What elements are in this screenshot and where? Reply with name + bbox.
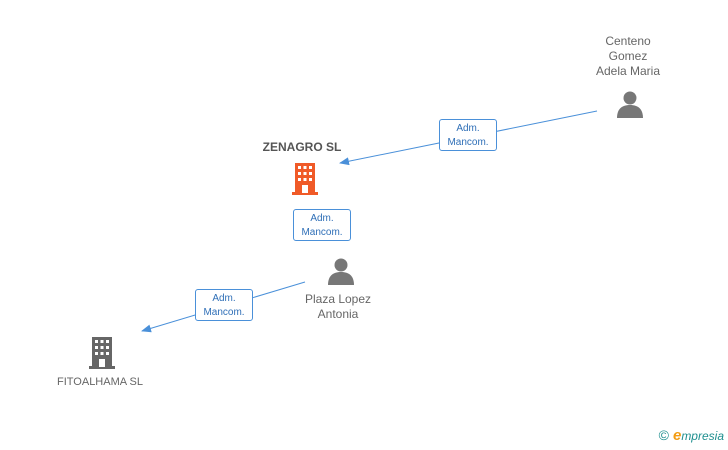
edge-label-centeno-zenagro[interactable]: Adm. Mancom. bbox=[439, 119, 497, 151]
person-icon[interactable] bbox=[326, 256, 356, 286]
brand-initial: e bbox=[672, 427, 682, 444]
copyright-symbol: © bbox=[658, 427, 669, 443]
building-icon[interactable] bbox=[290, 161, 320, 195]
edge-label-plaza-fitoalhama[interactable]: Adm. Mancom. bbox=[195, 289, 253, 321]
node-label-zenagro[interactable]: ZENAGRO SL bbox=[262, 140, 342, 154]
edge-label-plaza-zenagro[interactable]: Adm. Mancom. bbox=[293, 209, 351, 241]
node-label-plaza[interactable]: Plaza Lopez Antonia bbox=[304, 292, 372, 321]
node-label-centeno[interactable]: Centeno Gomez Adela Maria bbox=[595, 34, 661, 78]
brand-name: mpresia bbox=[681, 429, 724, 443]
node-label-fitoalhama[interactable]: FITOALHAMA SL bbox=[57, 376, 143, 388]
building-icon[interactable] bbox=[87, 335, 117, 369]
empresia-logo: ©empresia bbox=[659, 427, 724, 444]
person-icon[interactable] bbox=[615, 89, 645, 119]
